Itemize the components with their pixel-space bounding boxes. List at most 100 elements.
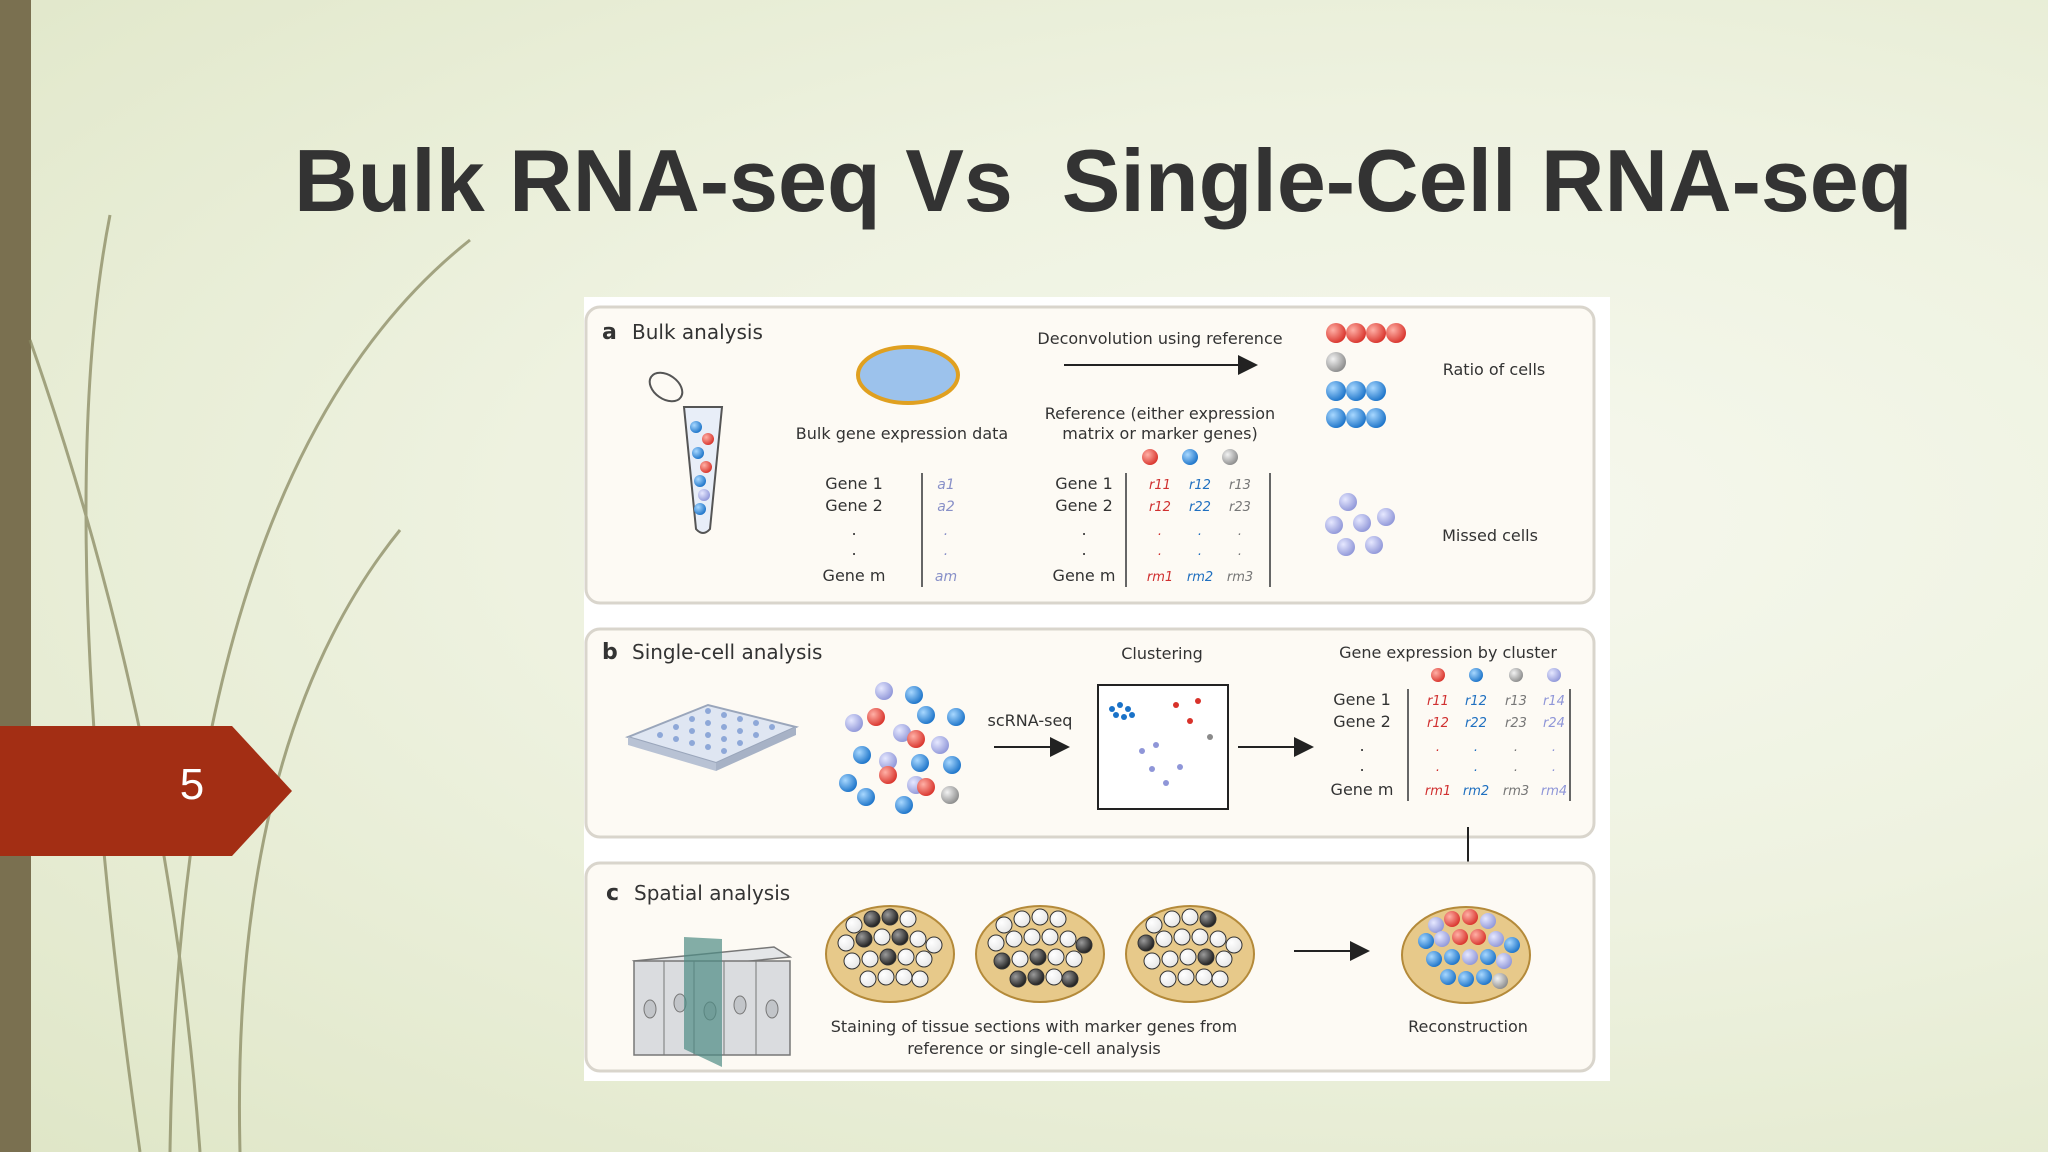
svg-text:r24: r24 <box>1543 716 1565 731</box>
left-accent-bar <box>0 0 31 1152</box>
svg-text:Gene 2: Gene 2 <box>1055 496 1113 515</box>
svg-text:.: . <box>1238 544 1242 559</box>
sample-tube-icon <box>648 371 724 534</box>
figure-canvas: a Bulk analysis Bulk gene expression dat… <box>584 305 1596 1073</box>
svg-text:.: . <box>944 543 948 559</box>
reference-gene-list: Gene 1 Gene 2 . . Gene m <box>1053 474 1116 585</box>
cluster-gene-list: Gene 1 Gene 2 . . Gene m <box>1331 690 1394 799</box>
svg-text:.: . <box>1514 760 1518 775</box>
svg-text:.: . <box>1436 760 1440 775</box>
panel-a-heading: Bulk analysis <box>632 320 763 344</box>
reconstruction-label: Reconstruction <box>1408 1017 1528 1036</box>
svg-text:.: . <box>1474 760 1478 775</box>
svg-text:r12: r12 <box>1189 478 1211 493</box>
svg-text:r12: r12 <box>1427 716 1449 731</box>
panel-b-frame <box>584 627 1596 839</box>
svg-text:r11: r11 <box>1149 478 1171 493</box>
svg-text:.: . <box>1158 524 1162 539</box>
bulk-data-label: Bulk gene expression data <box>796 424 1008 443</box>
svg-text:.: . <box>1359 736 1364 755</box>
swoosh-line-1 <box>84 214 142 1152</box>
svg-text:r12: r12 <box>1149 500 1171 515</box>
slide-number-badge <box>0 726 292 856</box>
clustering-label: Clustering <box>1121 644 1203 663</box>
panel-c-letter: c <box>606 881 619 906</box>
bulk-gene-list: Gene 1 Gene 2 . . Gene m <box>823 474 886 585</box>
staining-label-line2: reference or single-cell analysis <box>907 1039 1160 1058</box>
missed-cells-label: Missed cells <box>1442 526 1538 545</box>
svg-text:rm3: rm3 <box>1503 784 1529 799</box>
svg-text:.: . <box>1474 740 1478 755</box>
svg-text:.: . <box>1081 520 1086 539</box>
svg-text:r13: r13 <box>1229 478 1251 493</box>
cluster-points <box>1109 698 1213 786</box>
missed-cells-dots <box>1325 493 1395 556</box>
svg-text:Gene m: Gene m <box>1331 780 1394 799</box>
bulk-sample-oval <box>856 345 960 405</box>
svg-text:am: am <box>935 569 957 585</box>
bulk-value-column: a1 a2 . . am <box>935 477 957 585</box>
svg-text:Gene 1: Gene 1 <box>1055 474 1113 493</box>
single-cell-dots <box>839 682 965 814</box>
rna-seq-figure: a Bulk analysis Bulk gene expression dat… <box>584 297 1610 1081</box>
ratio-of-cells-label: Ratio of cells <box>1443 360 1546 379</box>
reference-label-line2: matrix or marker genes) <box>1062 424 1257 443</box>
svg-text:rm1: rm1 <box>1425 784 1451 799</box>
svg-text:Gene 1: Gene 1 <box>1333 690 1391 709</box>
svg-text:.: . <box>1238 524 1242 539</box>
svg-text:.: . <box>1158 544 1162 559</box>
svg-text:.: . <box>944 523 948 539</box>
panel-b-heading: Single-cell analysis <box>632 640 822 664</box>
svg-text:rm3: rm3 <box>1227 570 1253 585</box>
panel-a-letter: a <box>602 320 617 345</box>
tissue-section-1 <box>825 905 955 1003</box>
tissue-section-2 <box>975 905 1105 1003</box>
svg-text:rm4: rm4 <box>1541 784 1567 799</box>
svg-text:.: . <box>851 520 856 539</box>
svg-text:r22: r22 <box>1465 716 1487 731</box>
gene-expression-label: Gene expression by cluster <box>1339 643 1557 662</box>
tissue-block-icon <box>631 937 793 1067</box>
tissue-section-3 <box>1125 905 1255 1003</box>
svg-text:Gene 2: Gene 2 <box>825 496 883 515</box>
svg-text:r23: r23 <box>1229 500 1251 515</box>
svg-text:Gene 1: Gene 1 <box>825 474 883 493</box>
well-plate-icon <box>624 703 800 771</box>
svg-text:r22: r22 <box>1189 500 1211 515</box>
scrna-seq-label: scRNA-seq <box>988 711 1073 730</box>
panel-a-frame <box>584 305 1596 605</box>
svg-text:r14: r14 <box>1543 694 1565 709</box>
svg-text:rm2: rm2 <box>1463 784 1489 799</box>
svg-text:rm2: rm2 <box>1187 570 1213 585</box>
svg-text:a2: a2 <box>937 499 955 515</box>
svg-text:.: . <box>1081 540 1086 559</box>
svg-text:.: . <box>1514 740 1518 755</box>
svg-text:.: . <box>1198 544 1202 559</box>
svg-text:Gene 2: Gene 2 <box>1333 712 1391 731</box>
reconstruction-section <box>1401 906 1531 1004</box>
svg-text:Gene m: Gene m <box>1053 566 1116 585</box>
cluster-matrix: r11 r12 . . rm1 r12 r22 . . rm2 r13 r23 … <box>1425 694 1567 799</box>
deconvolution-label: Deconvolution using reference <box>1037 329 1282 348</box>
svg-text:.: . <box>1552 760 1556 775</box>
reference-matrix: r11 r12 . . rm1 r12 r22 . . rm2 r13 r23 … <box>1147 478 1253 585</box>
reference-label-line1: Reference (either expression <box>1045 404 1275 423</box>
svg-text:.: . <box>1198 524 1202 539</box>
svg-text:.: . <box>851 540 856 559</box>
panel-c-heading: Spatial analysis <box>634 881 790 905</box>
swoosh-line-2 <box>168 238 471 1152</box>
svg-text:.: . <box>1436 740 1440 755</box>
staining-label-line1: Staining of tissue sections with marker … <box>831 1017 1238 1036</box>
svg-text:a1: a1 <box>937 477 955 493</box>
svg-text:Gene m: Gene m <box>823 566 886 585</box>
panel-b-letter: b <box>602 640 618 665</box>
slide-title: Bulk RNA-seq Vs Single-Cell RNA-seq <box>294 131 1913 230</box>
svg-text:.: . <box>1359 756 1364 775</box>
slide-number: 5 <box>179 760 205 809</box>
svg-text:r13: r13 <box>1505 694 1527 709</box>
svg-text:r12: r12 <box>1465 694 1487 709</box>
svg-text:.: . <box>1552 740 1556 755</box>
svg-text:rm1: rm1 <box>1147 570 1173 585</box>
svg-text:r11: r11 <box>1427 694 1449 709</box>
svg-text:r23: r23 <box>1505 716 1527 731</box>
